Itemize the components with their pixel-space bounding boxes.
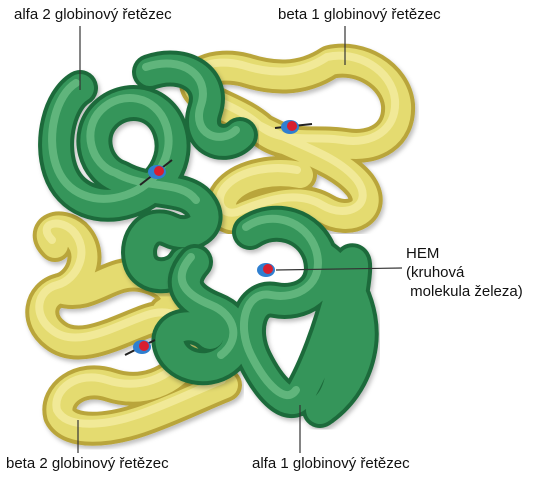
label-alfa2-chain: alfa 2 globinový řetězec [14,6,172,24]
label-beta2-chain: beta 2 globinový řetězec [6,455,169,473]
label-alfa1-chain: alfa 1 globinový řetězec [252,455,410,473]
label-hem-desc-1: (kruhová [406,263,523,282]
heme-group-alfa1 [257,263,275,277]
label-beta1-chain: beta 1 globinový řetězec [278,6,441,24]
label-hem-desc-2: molekula železa) [406,282,523,301]
alfa1-chain [169,219,360,410]
label-hem-title: HEM [406,244,523,263]
label-hem: HEM (kruhová molekula železa) [406,244,523,301]
